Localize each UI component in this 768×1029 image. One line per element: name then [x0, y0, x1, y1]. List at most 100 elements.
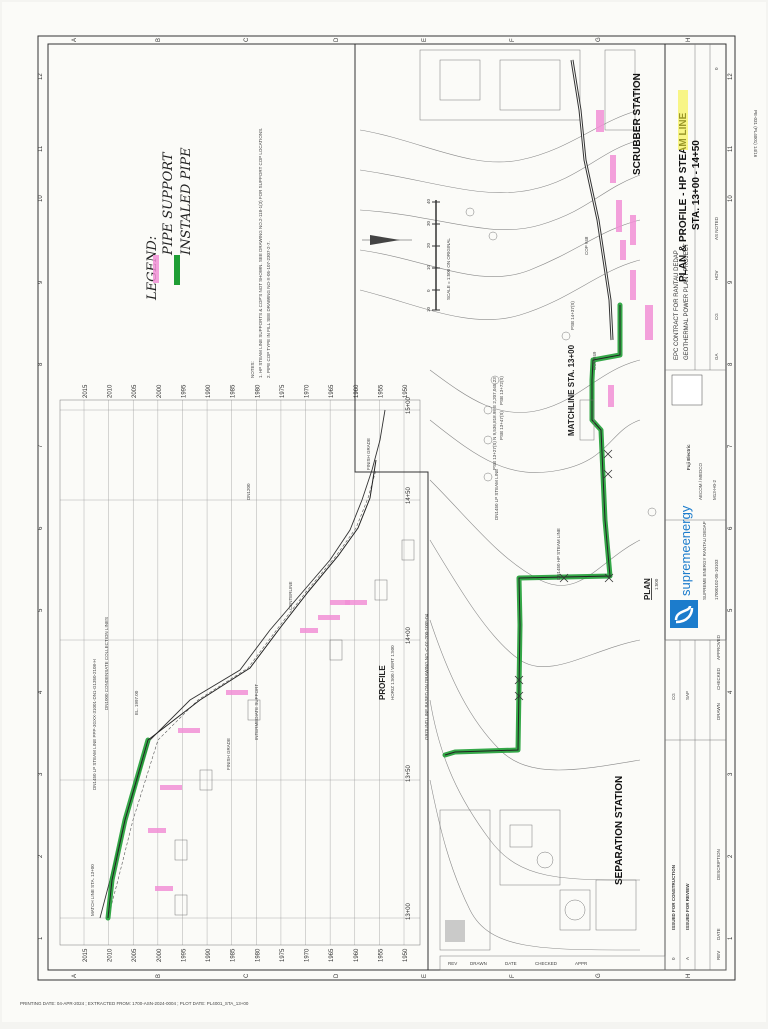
border-letter: D [334, 37, 340, 42]
contractor-name: Fuji Electric [686, 444, 691, 470]
structure-outline [499, 59, 561, 111]
border-letter: F [510, 974, 516, 978]
plan-title: PLAN [643, 578, 652, 600]
structure-outline [604, 49, 636, 131]
border-number: 12 [38, 73, 44, 80]
note-line: 1. HP STEAM LINE SUPPORTS & COP'S NOT SH… [258, 128, 263, 378]
profile-label: EL. 1997.00 [134, 690, 139, 715]
border-number: 11 [728, 145, 734, 152]
profile-callouts [174, 539, 415, 916]
border-letter: B [156, 38, 162, 42]
border-number: 9 [38, 280, 44, 284]
elevation-label: 1950 [403, 384, 409, 398]
pipe-support-marker [160, 785, 182, 790]
plan-scale: 1:500 [654, 578, 659, 590]
border-number: 11 [38, 145, 44, 152]
plan-pipe-label: COP #48 [584, 236, 589, 255]
elevation-label: 1985 [231, 948, 237, 962]
border-letter: C [244, 973, 250, 978]
elevation-label: 1985 [231, 384, 237, 398]
panel-divider [354, 44, 429, 970]
svg-text:APPR: APPR [575, 961, 588, 966]
company-name: supremeenergy [678, 505, 693, 596]
plan-pipe-label: PSB 13+47(S) [499, 411, 504, 440]
notes: NOTES: 1. HP STEAM LINE SUPPORTS & COP'S… [250, 128, 271, 378]
profile-label: DN1450 LP STEAM LINE PPP-3GXX-31001-DN1-… [92, 659, 97, 790]
border-number: 3 [38, 772, 44, 776]
border-number: 4 [728, 690, 734, 694]
elevation-label: 1965 [329, 948, 335, 962]
border-number: 1 [728, 936, 734, 940]
profile-label: DN1200 [246, 483, 251, 500]
legend-label-pipe: INSTALED PIPE [179, 147, 194, 256]
elevation-label: 1975 [280, 384, 286, 398]
plan-pipe-label: PSB 14+37(S) [570, 301, 575, 330]
border-number: 7 [38, 444, 44, 448]
border-number: 6 [38, 526, 44, 530]
elevation-label: 1990 [206, 948, 212, 962]
rev-row-drawn: CG [671, 693, 676, 700]
rev-header: DESCRIPTION [716, 849, 721, 880]
plan-panel: MATCHLINE STA. 13+00 DN1450 LP STEAM LIN… [359, 49, 659, 951]
border-number: 5 [728, 608, 734, 612]
border-number: 3 [728, 772, 734, 776]
svg-text:REV: REV [448, 961, 457, 966]
station-label: 13+50 [406, 764, 412, 782]
pipe-support-marker [155, 886, 173, 891]
rev-header: DATE [716, 928, 721, 940]
border-number: 2 [38, 854, 44, 858]
rev-row-description: ISSUED FOR REVIEW [685, 883, 690, 930]
border-letter: G [596, 37, 602, 42]
border-letters: A B C D E F G H A B C D E F G H [72, 37, 692, 978]
rev-header: APPROVED [716, 634, 721, 660]
project-line: GEOTHERMAL POWER PLANT PROJECT [684, 243, 690, 360]
svg-text:DRAWN: DRAWN [470, 961, 487, 966]
footer-note: PRINTING DATE: 04-APR-2024 ; EXTRACTED F… [20, 1001, 249, 1006]
legend-title: LEGEND: [145, 236, 160, 301]
profile-label: INTERMEDIATE SUPPORT [254, 684, 259, 740]
plan-pipe-supports [596, 110, 653, 407]
pipe-support-marker [148, 828, 166, 833]
border-number: 7 [728, 444, 734, 448]
finish-grade-line [107, 469, 377, 919]
plan-pipe-label: DN1450 HP STEAM LINE [556, 528, 561, 580]
elevation-label: 1980 [255, 948, 261, 962]
plan-pipe-label: PSB 13+72(S) [499, 376, 504, 405]
legend-label-support: PIPE SUPPORT [161, 151, 176, 256]
border-number: 8 [38, 362, 44, 366]
station-label: 14+50 [406, 486, 412, 504]
elevation-label: 2015 [83, 948, 89, 962]
pipe-support-marker [178, 728, 200, 733]
profile-title: PROFILE [378, 665, 387, 700]
svg-text:40: 40 [426, 198, 431, 204]
plan-matchline: MATCHLINE STA. 13+00 [567, 344, 576, 436]
elevation-label: 1950 [403, 948, 409, 962]
supreme-energy-logo-icon [670, 600, 698, 628]
svg-text:30: 30 [426, 220, 431, 226]
outer-frame [37, 35, 736, 981]
pipe-centerline-profile [107, 459, 377, 919]
structure-outline [439, 59, 481, 101]
rev-row-drawn: SAP [685, 691, 690, 700]
elevation-label: 1990 [206, 384, 212, 398]
elevation-label: 1980 [255, 384, 261, 398]
profile-pipe-supports [148, 600, 367, 891]
border-letter: E [422, 38, 428, 42]
elevation-label: 1995 [181, 948, 187, 962]
pipe-support-marker [318, 615, 340, 620]
station-label: 14+00 [406, 626, 412, 644]
svg-text:10: 10 [426, 306, 431, 312]
company-sub: SUPREME ENERGY RANTAU DEDAP [702, 521, 707, 600]
legend: LEGEND: PIPE SUPPORT INSTALED PIPE [145, 147, 194, 301]
elevation-label: 2005 [132, 948, 138, 962]
note-line: 2. PIPE COP TYPE IN FILL SEE DRAWING NO-… [266, 241, 271, 378]
svg-text:SCALE = 1:500 ON ORIGINAL: SCALE = 1:500 ON ORIGINAL [446, 238, 451, 300]
elevation-label: 2010 [108, 384, 114, 398]
rev-header: CHECKED [716, 667, 721, 690]
border-number: 12 [728, 73, 734, 80]
elevation-label: 1960 [354, 948, 360, 962]
border-letter: C [244, 37, 250, 42]
rev-row-description: ISSUED FOR CONSTRUCTION [671, 865, 676, 930]
elevation-label: 2000 [157, 948, 163, 962]
